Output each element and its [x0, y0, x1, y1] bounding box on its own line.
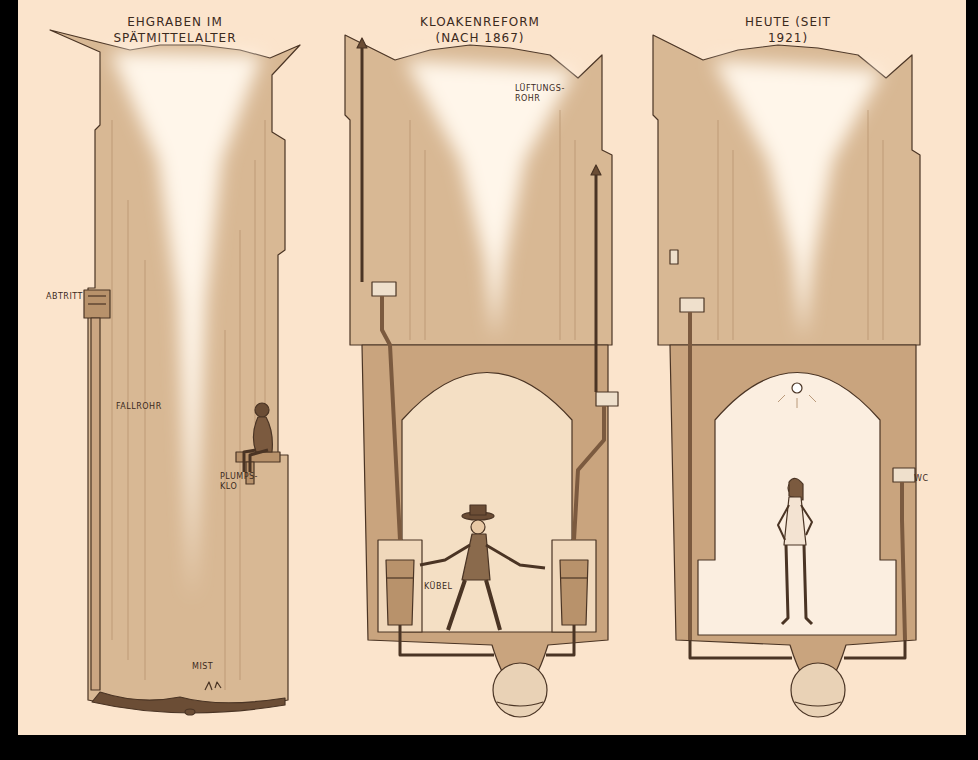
panel-heading: EHGRABEN IM SPÄTMITTELALTER — [100, 14, 250, 46]
panel: KLOAKENREFORM (NACH 1867) — [340, 14, 620, 714]
part-label: PLUMPS-KLO — [220, 472, 256, 492]
part-label: FALLROHR — [116, 402, 176, 412]
part-label: KÜBEL — [424, 582, 464, 592]
panel-heading: KLOAKENREFORM (NACH 1867) — [415, 14, 545, 46]
paper — [18, 0, 966, 735]
panel: HEUTE (SEIT 1921) — [648, 14, 928, 714]
modern-alley — [653, 35, 920, 717]
part-label: LÜFTUNGS-ROHR — [515, 84, 567, 104]
panel: EHGRABEN IM SPÄTMITTELALTER — [45, 14, 305, 714]
part-label: ABTRITT — [46, 292, 91, 302]
reform-alley — [345, 35, 618, 717]
part-label: WC — [914, 474, 944, 484]
part-label: MIST — [192, 662, 232, 672]
medieval-alley — [50, 30, 300, 715]
panel-heading: HEUTE (SEIT 1921) — [740, 14, 836, 46]
